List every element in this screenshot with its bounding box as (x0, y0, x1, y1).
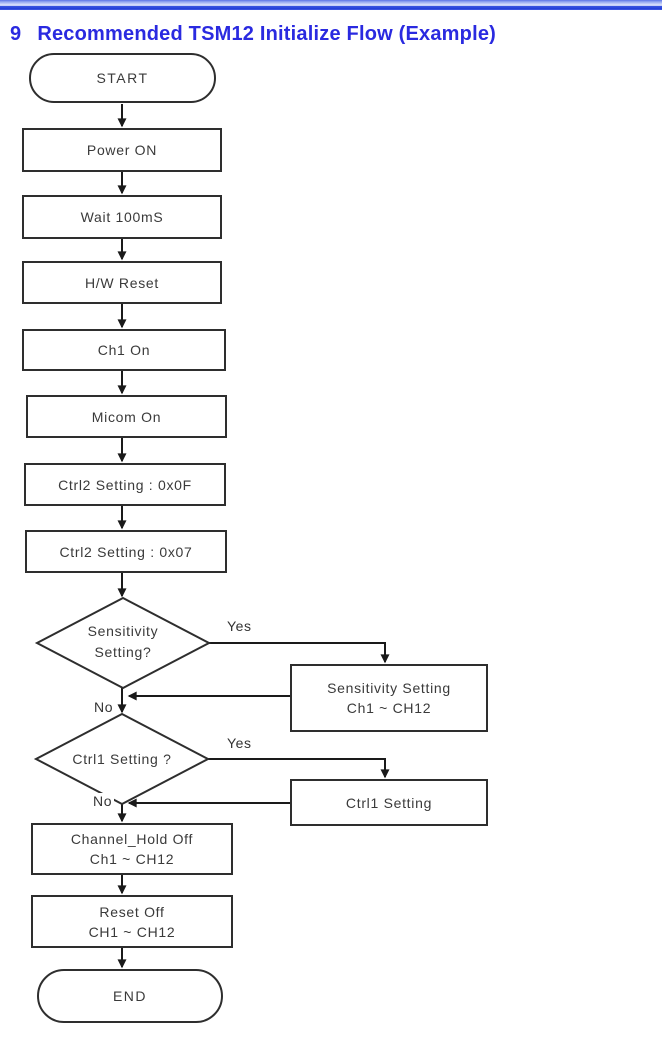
process-ctrl2-setting-0x0f: Ctrl2 Setting : 0x0F (24, 463, 226, 506)
process-wait-100ms: Wait 100mS (22, 195, 222, 239)
process-micom-on: Micom On (26, 395, 227, 438)
process-sensitivity-setting-line1: Sensitivity Setting (327, 680, 451, 696)
page-header-bar (0, 0, 662, 10)
process-hw-reset-label: H/W Reset (85, 274, 159, 291)
section-number: 9 (10, 23, 22, 45)
process-ctrl2-setting-0x0f-label: Ctrl2 Setting : 0x0F (58, 476, 192, 493)
process-ctrl2-setting-0x07: Ctrl2 Setting : 0x07 (25, 530, 227, 573)
process-ctrl2-setting-0x07-label: Ctrl2 Setting : 0x07 (59, 543, 193, 560)
process-channel-hold-off: Channel_Hold Off Ch1 ~ CH12 (31, 823, 233, 875)
process-channel-hold-off-line1: Channel_Hold Off (70, 831, 194, 847)
terminator-end: END (37, 969, 223, 1023)
terminator-end-label: END (112, 988, 148, 1004)
decision2-yes-label: Yes (225, 735, 254, 751)
process-ch1-on: Ch1 On (22, 329, 226, 371)
decision1-no-label: No (92, 699, 116, 715)
section-title-text: Recommended TSM12 Initialize Flow (Examp… (37, 23, 497, 45)
process-reset-off: Reset Off CH1 ~ CH12 (31, 895, 233, 948)
process-channel-hold-off-line2: Ch1 ~ CH12 (89, 851, 175, 867)
process-hw-reset: H/W Reset (22, 261, 222, 304)
decision1-yes-label: Yes (225, 618, 254, 634)
terminator-start: START (29, 53, 216, 103)
section-title: 9 Recommended TSM12 Initialize Flow (Exam… (10, 23, 496, 46)
decision-ctrl1-label: Ctrl1 Setting ? (72, 751, 172, 767)
process-ctrl1-setting: Ctrl1 Setting (290, 779, 488, 826)
process-power-on-label: Power ON (86, 142, 158, 158)
decision-sensitivity-text: Sensitivity Setting? (53, 621, 193, 663)
terminator-start-label: START (96, 70, 149, 86)
process-ctrl1-setting-label: Ctrl1 Setting (345, 794, 433, 811)
decision2-no-label: No (91, 793, 115, 809)
decision-sensitivity-diamond (34, 596, 212, 690)
process-sensitivity-setting-line2: Ch1 ~ CH12 (346, 700, 432, 716)
decision-sensitivity-line2: Setting? (94, 644, 152, 660)
decision-ctrl1-diamond (33, 712, 211, 806)
arrow-decision1-yes (209, 642, 390, 664)
decision-sensitivity-line1: Sensitivity (87, 623, 159, 639)
decision-ctrl1-text: Ctrl1 Setting ? (42, 749, 202, 770)
process-ch1-on-label: Ch1 On (97, 342, 151, 358)
process-reset-off-line2: CH1 ~ CH12 (88, 923, 176, 940)
process-power-on: Power ON (22, 128, 222, 172)
process-wait-100ms-label: Wait 100mS (80, 209, 164, 225)
process-micom-on-label: Micom On (91, 408, 162, 425)
process-reset-off-line1: Reset Off (99, 903, 165, 920)
arrow-decision2-yes (208, 758, 390, 779)
process-sensitivity-setting: Sensitivity Setting Ch1 ~ CH12 (290, 664, 488, 732)
